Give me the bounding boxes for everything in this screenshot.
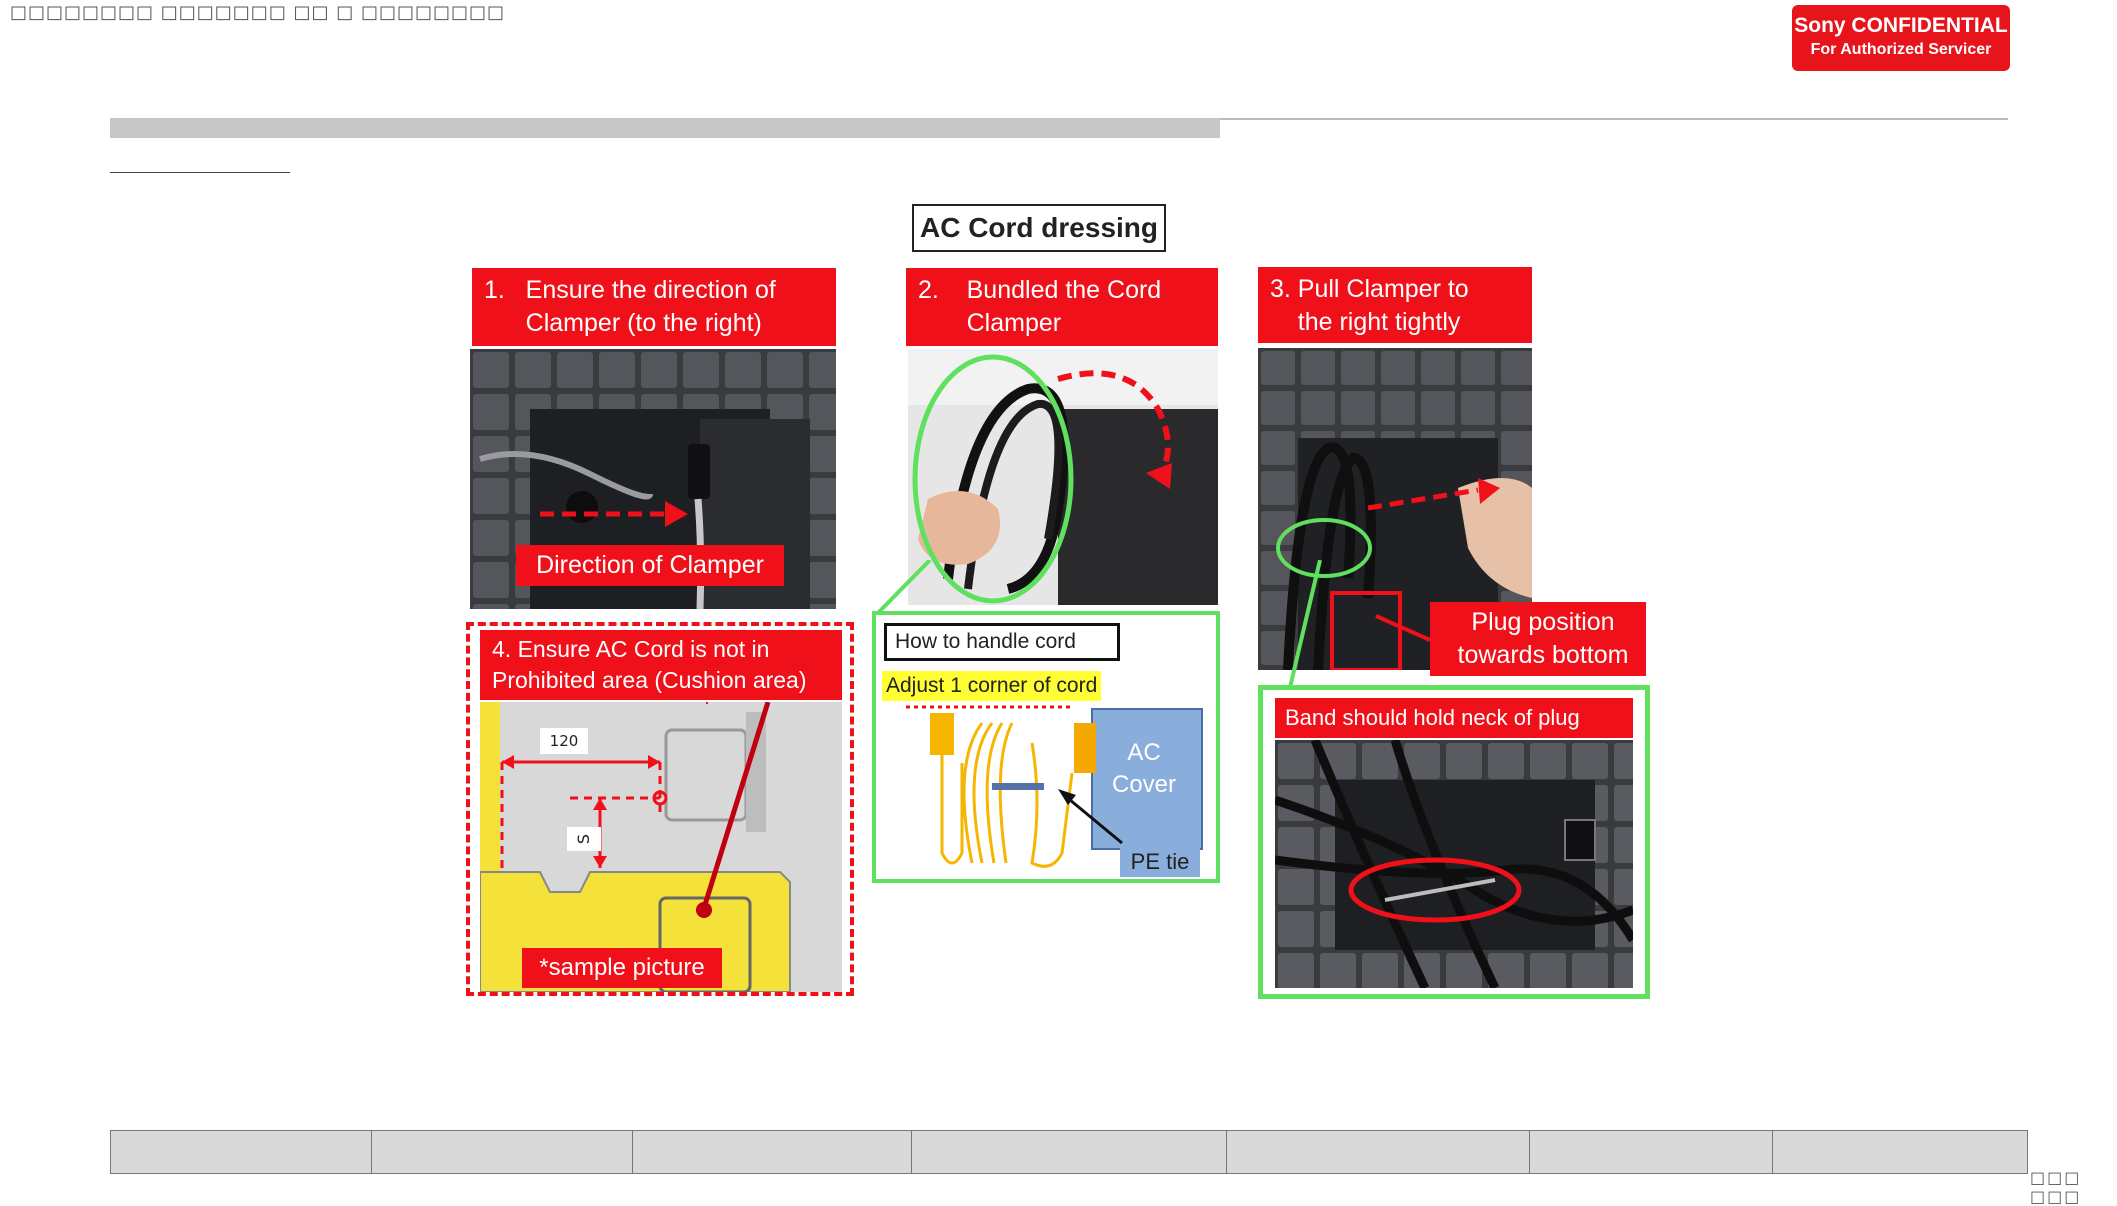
step4-line2: Prohibited area (Cushion area) bbox=[492, 667, 807, 693]
band-hold-box: Band should hold neck of plug bbox=[1258, 685, 1650, 999]
plug-pointer bbox=[1375, 614, 1431, 642]
progress-fill bbox=[110, 118, 1221, 138]
band-hold-label: Band should hold neck of plug bbox=[1275, 698, 1633, 738]
step4-box: 4. Ensure AC Cord is not in Prohibited a… bbox=[466, 622, 854, 996]
step1-line2: Clamper (to the right) bbox=[484, 309, 762, 337]
confidential-line1: Sony CONFIDENTIAL bbox=[1794, 14, 2008, 37]
footer-cell bbox=[632, 1130, 912, 1174]
footer-cell bbox=[911, 1130, 1227, 1174]
pe-tie-label: PE tie bbox=[1120, 847, 1200, 877]
ac-cover-line2: Cover bbox=[1111, 771, 1177, 798]
footer-cell bbox=[371, 1130, 633, 1174]
ac-cover-label: AC Cover bbox=[1094, 737, 1194, 801]
step3-connector bbox=[1286, 560, 1322, 697]
step2-photo bbox=[908, 349, 1218, 605]
step2-line1: 2. Bundled the Cord bbox=[918, 276, 1162, 304]
plug-position-label: Plug position towards bottom bbox=[1430, 602, 1646, 676]
step4-header: 4. Ensure AC Cord is not in Prohibited a… bbox=[480, 630, 842, 700]
footer-table bbox=[110, 1130, 2028, 1174]
plug-position-line1: Plug position bbox=[1471, 608, 1615, 636]
step1-caption: Direction of Clamper bbox=[516, 545, 784, 586]
section-rule bbox=[110, 172, 290, 173]
step3-line1: 3. Pull Clamper to bbox=[1270, 275, 1469, 303]
plug-position-line2: towards bottom bbox=[1457, 641, 1629, 669]
confidential-badge: Sony CONFIDENTIAL For Authorized Service… bbox=[1792, 5, 2010, 71]
footer-cell bbox=[1529, 1130, 1773, 1174]
footer-cell bbox=[1226, 1130, 1530, 1174]
adjust-corner-label: Adjust 1 corner of cord bbox=[882, 671, 1102, 701]
dim-side-label: S bbox=[567, 827, 601, 851]
cord-handling-diagram: How to handle cord Adjust 1 corner of co… bbox=[872, 611, 1220, 883]
step2-line2: Clamper bbox=[918, 309, 1062, 337]
step2-connector bbox=[873, 560, 932, 618]
footer-cell bbox=[110, 1130, 372, 1174]
ac-cover-line1: AC bbox=[1127, 739, 1161, 766]
step4-line1: 4. Ensure AC Cord is not in bbox=[492, 636, 770, 662]
confidential-line2: For Authorized Servicer bbox=[1810, 41, 1992, 58]
step1-header: 1. Ensure the direction of Clamper (to t… bbox=[472, 268, 836, 346]
step3-header: 3. Pull Clamper to the right tightly bbox=[1258, 267, 1532, 343]
dim-120-label: 120 bbox=[540, 728, 588, 754]
sample-caption: *sample picture bbox=[522, 948, 722, 988]
figure-title: AC Cord dressing bbox=[912, 204, 1166, 252]
page-number: □□□ □□□ bbox=[2030, 1168, 2082, 1206]
step3-line2: the right tightly bbox=[1270, 308, 1461, 336]
step1-line1: 1. Ensure the direction of bbox=[484, 276, 776, 304]
how-to-handle-label: How to handle cord bbox=[884, 623, 1120, 661]
band-hold-photo bbox=[1275, 740, 1633, 988]
footer-cell bbox=[1772, 1130, 2028, 1174]
document-title: □□□□□□□□ □□□□□□□ □□ □ □□□□□□□□ bbox=[10, 2, 506, 23]
step2-header: 2. Bundled the Cord Clamper bbox=[906, 268, 1218, 346]
